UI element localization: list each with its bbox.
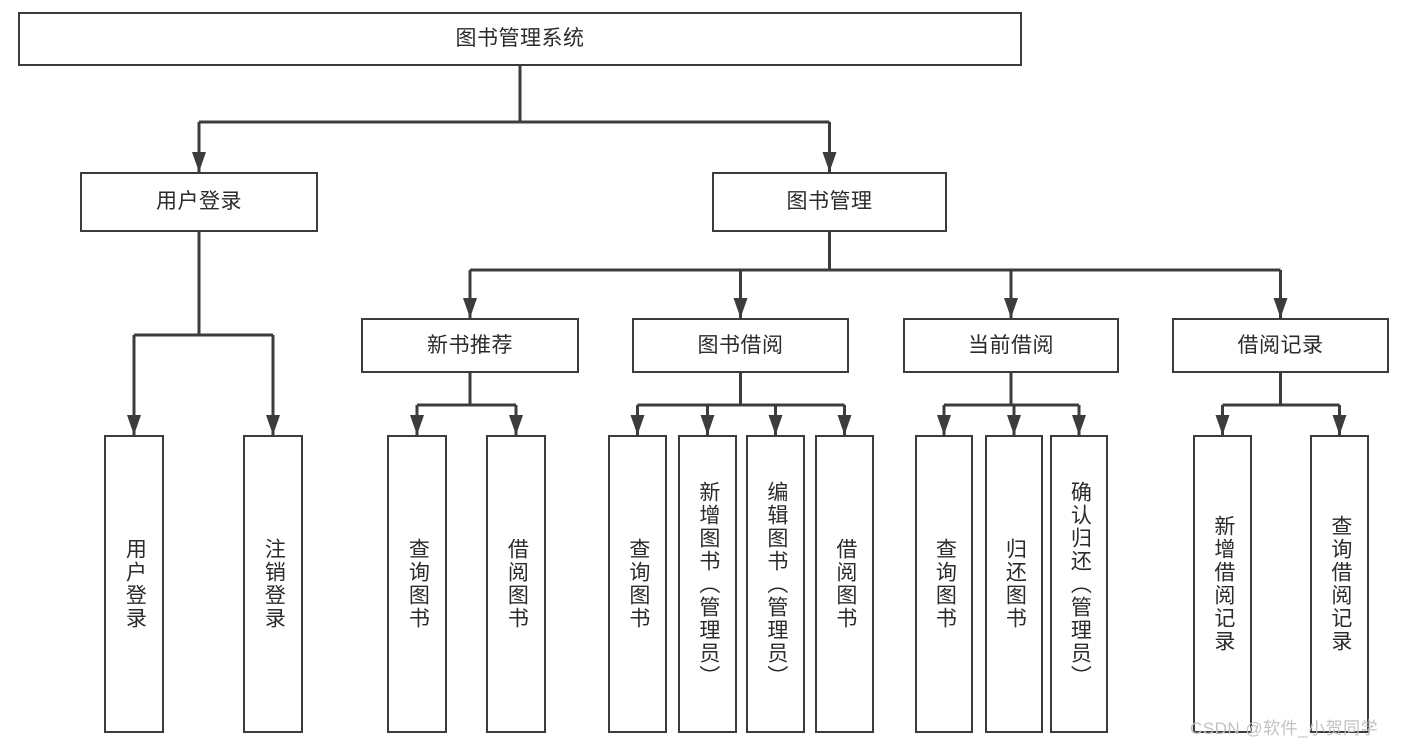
node-label: 图书管理: [786, 190, 873, 214]
leaf-user-login[interactable]: 用户登录: [104, 435, 164, 733]
leaf-query-book-current[interactable]: 查询图书: [915, 435, 973, 733]
node-label: 归还图书: [1003, 538, 1027, 630]
node-label: 确认归还（管理员）: [1068, 480, 1092, 688]
node-new-book-recommend[interactable]: 新书推荐: [361, 318, 579, 373]
csdn-watermark: CSDN @软件_小贺同学: [1190, 719, 1379, 738]
node-label: 当前借阅: [968, 333, 1054, 357]
node-label: 借阅图书: [833, 538, 857, 630]
leaf-borrow-book-recommend[interactable]: 借阅图书: [486, 435, 546, 733]
node-label: 图书管理系统: [455, 27, 585, 51]
node-label: 查询图书: [406, 538, 430, 630]
leaf-add-borrow-record[interactable]: 新增借阅记录: [1193, 435, 1252, 733]
leaf-logout[interactable]: 注销登录: [243, 435, 303, 733]
node-label: 新书推荐: [427, 333, 513, 357]
node-label: 新增借阅记录: [1211, 515, 1235, 653]
leaf-query-book-recommend[interactable]: 查询图书: [387, 435, 447, 733]
leaf-edit-book-admin[interactable]: 编辑图书（管理员）: [746, 435, 805, 733]
node-label: 编辑图书（管理员）: [764, 480, 788, 688]
node-current-borrow[interactable]: 当前借阅: [903, 318, 1119, 373]
leaf-confirm-return-admin[interactable]: 确认归还（管理员）: [1050, 435, 1108, 733]
leaf-query-book-borrow[interactable]: 查询图书: [608, 435, 667, 733]
node-label: 用户登录: [123, 538, 147, 630]
node-root-system[interactable]: 图书管理系统: [18, 12, 1022, 66]
node-label: 查询借阅记录: [1328, 515, 1352, 653]
node-label: 图书借阅: [697, 333, 784, 357]
node-label: 借阅记录: [1237, 333, 1324, 357]
node-label: 注销登录: [262, 538, 286, 630]
node-label: 新增图书（管理员）: [696, 480, 720, 688]
node-label: 借阅图书: [505, 538, 529, 630]
node-label: 用户登录: [156, 190, 242, 214]
leaf-borrow-book[interactable]: 借阅图书: [815, 435, 874, 733]
node-label: 查询图书: [626, 538, 650, 630]
node-label: 查询图书: [933, 538, 957, 630]
node-user-login[interactable]: 用户登录: [80, 172, 318, 232]
leaf-return-book[interactable]: 归还图书: [985, 435, 1043, 733]
node-book-borrow[interactable]: 图书借阅: [632, 318, 849, 373]
node-book-management[interactable]: 图书管理: [712, 172, 947, 232]
node-borrow-record[interactable]: 借阅记录: [1172, 318, 1389, 373]
leaf-add-book-admin[interactable]: 新增图书（管理员）: [678, 435, 737, 733]
leaf-query-borrow-record[interactable]: 查询借阅记录: [1310, 435, 1369, 733]
